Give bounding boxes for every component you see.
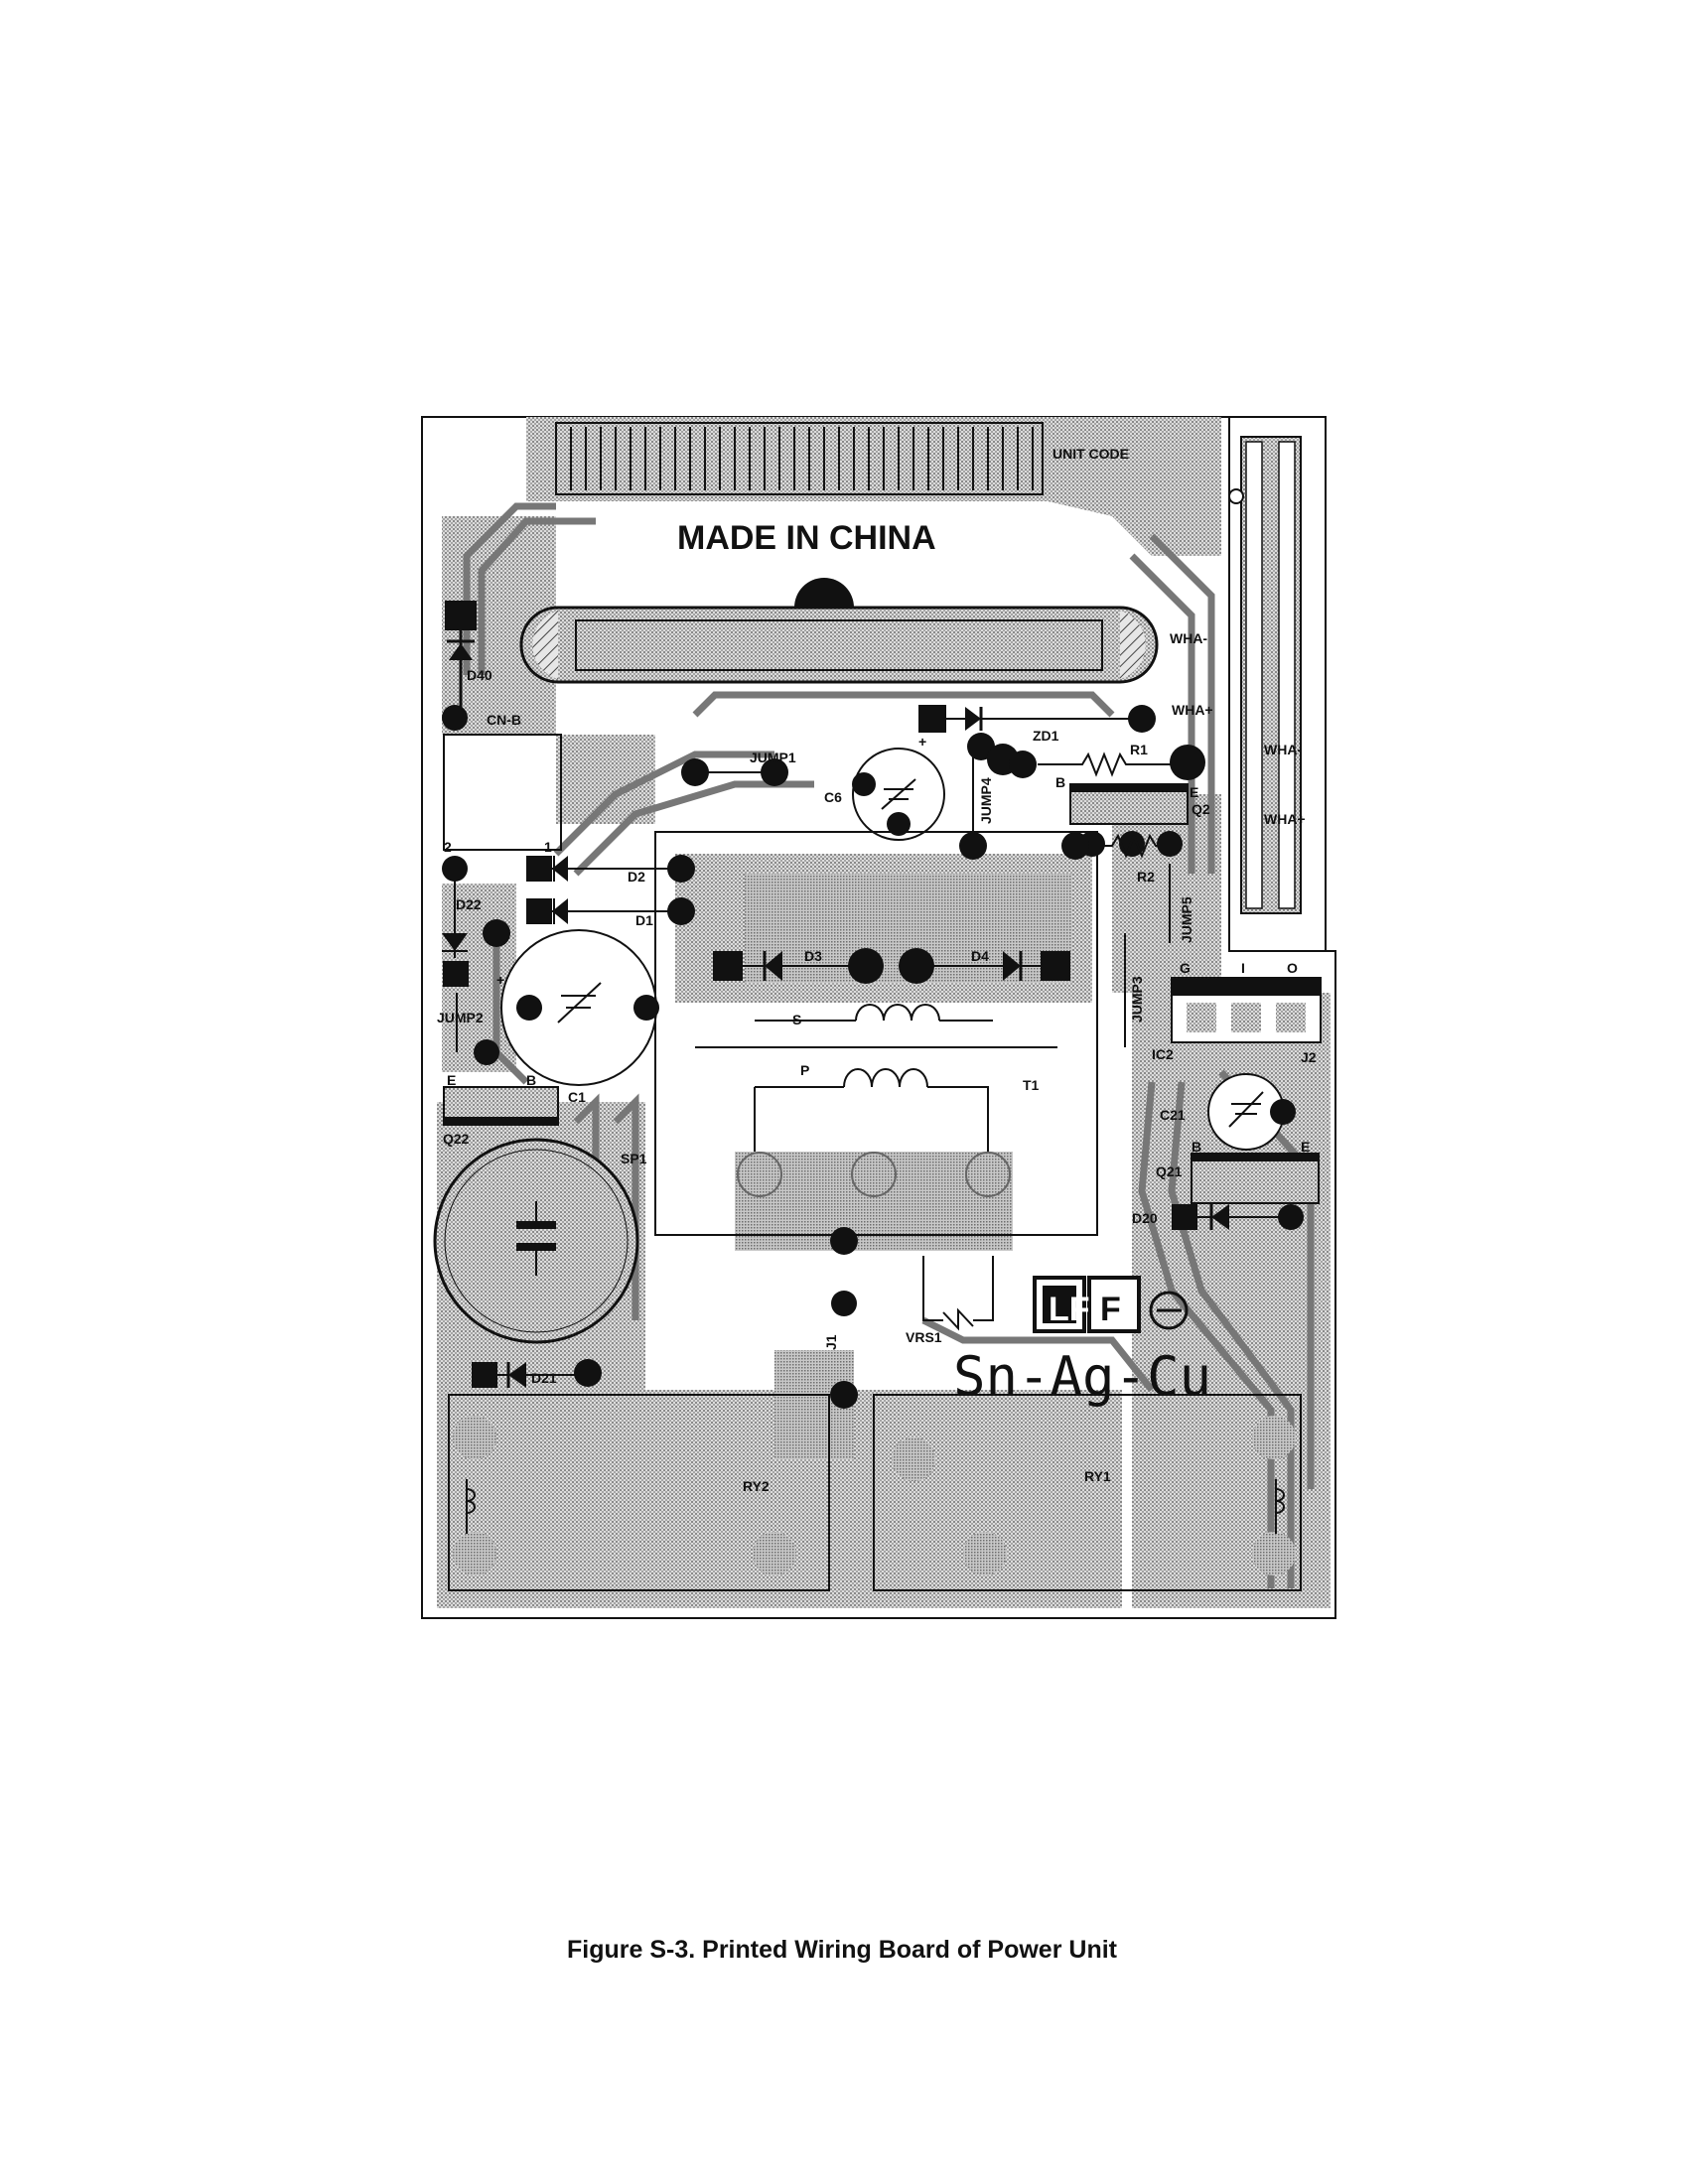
capacitor-c6: + [852, 734, 945, 841]
label-q22-b: B [526, 1072, 536, 1088]
label-r2: R2 [1137, 869, 1155, 885]
label-ry1: RY1 [1084, 1468, 1111, 1484]
label-pin-2: 2 [444, 839, 452, 855]
alloy-text: Sn-Ag-Cu [953, 1345, 1211, 1408]
label-zd1: ZD1 [1033, 728, 1059, 744]
mount-hole-icon [1228, 488, 1244, 504]
diode-d4 [899, 948, 1070, 984]
transistor-q21 [1191, 1153, 1320, 1204]
connector-cn-b [555, 422, 1044, 495]
label-q22-e: E [447, 1072, 456, 1088]
lead-free-mark: LF F [1033, 1276, 1189, 1333]
transformer-t1-outline [654, 831, 1098, 1236]
label-d3: D3 [804, 948, 822, 964]
relay-ry1 [873, 1394, 1302, 1591]
diode-d20 [1172, 1204, 1304, 1230]
resistor-r2 [1061, 832, 1172, 860]
pcb-traces [463, 502, 1315, 1588]
lf-letter-f: F [1100, 1291, 1121, 1328]
outline-box-left [443, 734, 562, 851]
label-q21: Q21 [1156, 1163, 1183, 1179]
label-d22: D22 [456, 896, 482, 912]
label-p: P [800, 1062, 809, 1078]
label-ic2-g: G [1180, 960, 1191, 976]
label-d1: D1 [635, 912, 653, 928]
lf-letter-l: LF [1049, 1291, 1090, 1328]
label-d21: D21 [531, 1370, 557, 1386]
label-vrs1: VRS1 [906, 1329, 942, 1345]
label-j2: J2 [1301, 1049, 1317, 1065]
figure-caption: Figure S-3. Printed Wiring Board of Powe… [567, 1936, 1117, 1964]
label-jump5: JUMP5 [1179, 896, 1194, 943]
relay-ry2 [448, 1394, 830, 1591]
label-c1: C1 [568, 1089, 586, 1105]
capacitor-c21 [1207, 1073, 1296, 1151]
label-jump2: JUMP2 [437, 1010, 484, 1025]
label-d2: D2 [628, 869, 645, 885]
coil-primary [754, 1068, 989, 1152]
label-ic2: IC2 [1152, 1046, 1174, 1062]
diode-d40 [442, 601, 477, 731]
label-ic2-o: O [1287, 960, 1298, 976]
transistor-q22 [443, 1086, 559, 1126]
label-cn-b: CN-B [487, 712, 521, 728]
capacitor-c1: + [496, 929, 659, 1086]
label-q2: Q2 [1192, 801, 1210, 817]
label-wha-plus-2: WHA+ [1264, 811, 1306, 827]
diode-d22 [442, 856, 510, 987]
varistor-vrs1 [922, 1256, 994, 1331]
label-q21-b: B [1192, 1139, 1201, 1155]
label-t1: T1 [1023, 1077, 1040, 1093]
label-s: S [792, 1012, 801, 1027]
label-wha-minus-2: WHA- [1264, 742, 1302, 757]
label-wha-plus-1: WHA+ [1172, 702, 1213, 718]
transformer-pads [737, 1152, 1011, 1409]
unit-code-text: UNIT CODE [1052, 446, 1129, 462]
label-q21-e: E [1301, 1139, 1310, 1155]
label-r1: R1 [1130, 742, 1148, 757]
label-q22: Q22 [443, 1131, 470, 1147]
label-j1: J1 [823, 1334, 839, 1350]
svg-text:+: + [496, 972, 504, 988]
connector-strip [519, 578, 1159, 684]
label-c6: C6 [824, 789, 842, 805]
label-c21: C21 [1160, 1107, 1186, 1123]
svg-text:+: + [918, 734, 926, 750]
label-sp1: SP1 [621, 1151, 647, 1166]
diode-d3 [713, 948, 884, 984]
jumper-jump1 [681, 758, 788, 786]
label-jump4: JUMP4 [978, 777, 994, 824]
diode-d21 [472, 1359, 602, 1388]
label-ry2: RY2 [743, 1478, 770, 1494]
label-jump1: JUMP1 [750, 750, 796, 765]
speaker-sp1 [433, 1138, 639, 1344]
label-wha-minus-1: WHA- [1170, 630, 1207, 646]
label-jump3: JUMP3 [1129, 976, 1145, 1023]
coil-secondary [755, 1004, 993, 1022]
label-ic2-i: I [1241, 960, 1245, 976]
jumper-jump2 [456, 993, 499, 1065]
made-in-china-text: MADE IN CHINA [677, 519, 936, 557]
label-q2-e: E [1190, 784, 1198, 800]
label-d4: D4 [971, 948, 989, 964]
label-pin-1: 1 [544, 839, 552, 855]
jumper-jump4 [959, 754, 987, 860]
resistor-r1 [1009, 745, 1205, 780]
label-d40: D40 [467, 667, 492, 683]
label-d20: D20 [1132, 1210, 1158, 1226]
label-q2-b: B [1055, 774, 1065, 790]
regulator-ic2 [1171, 977, 1322, 1043]
